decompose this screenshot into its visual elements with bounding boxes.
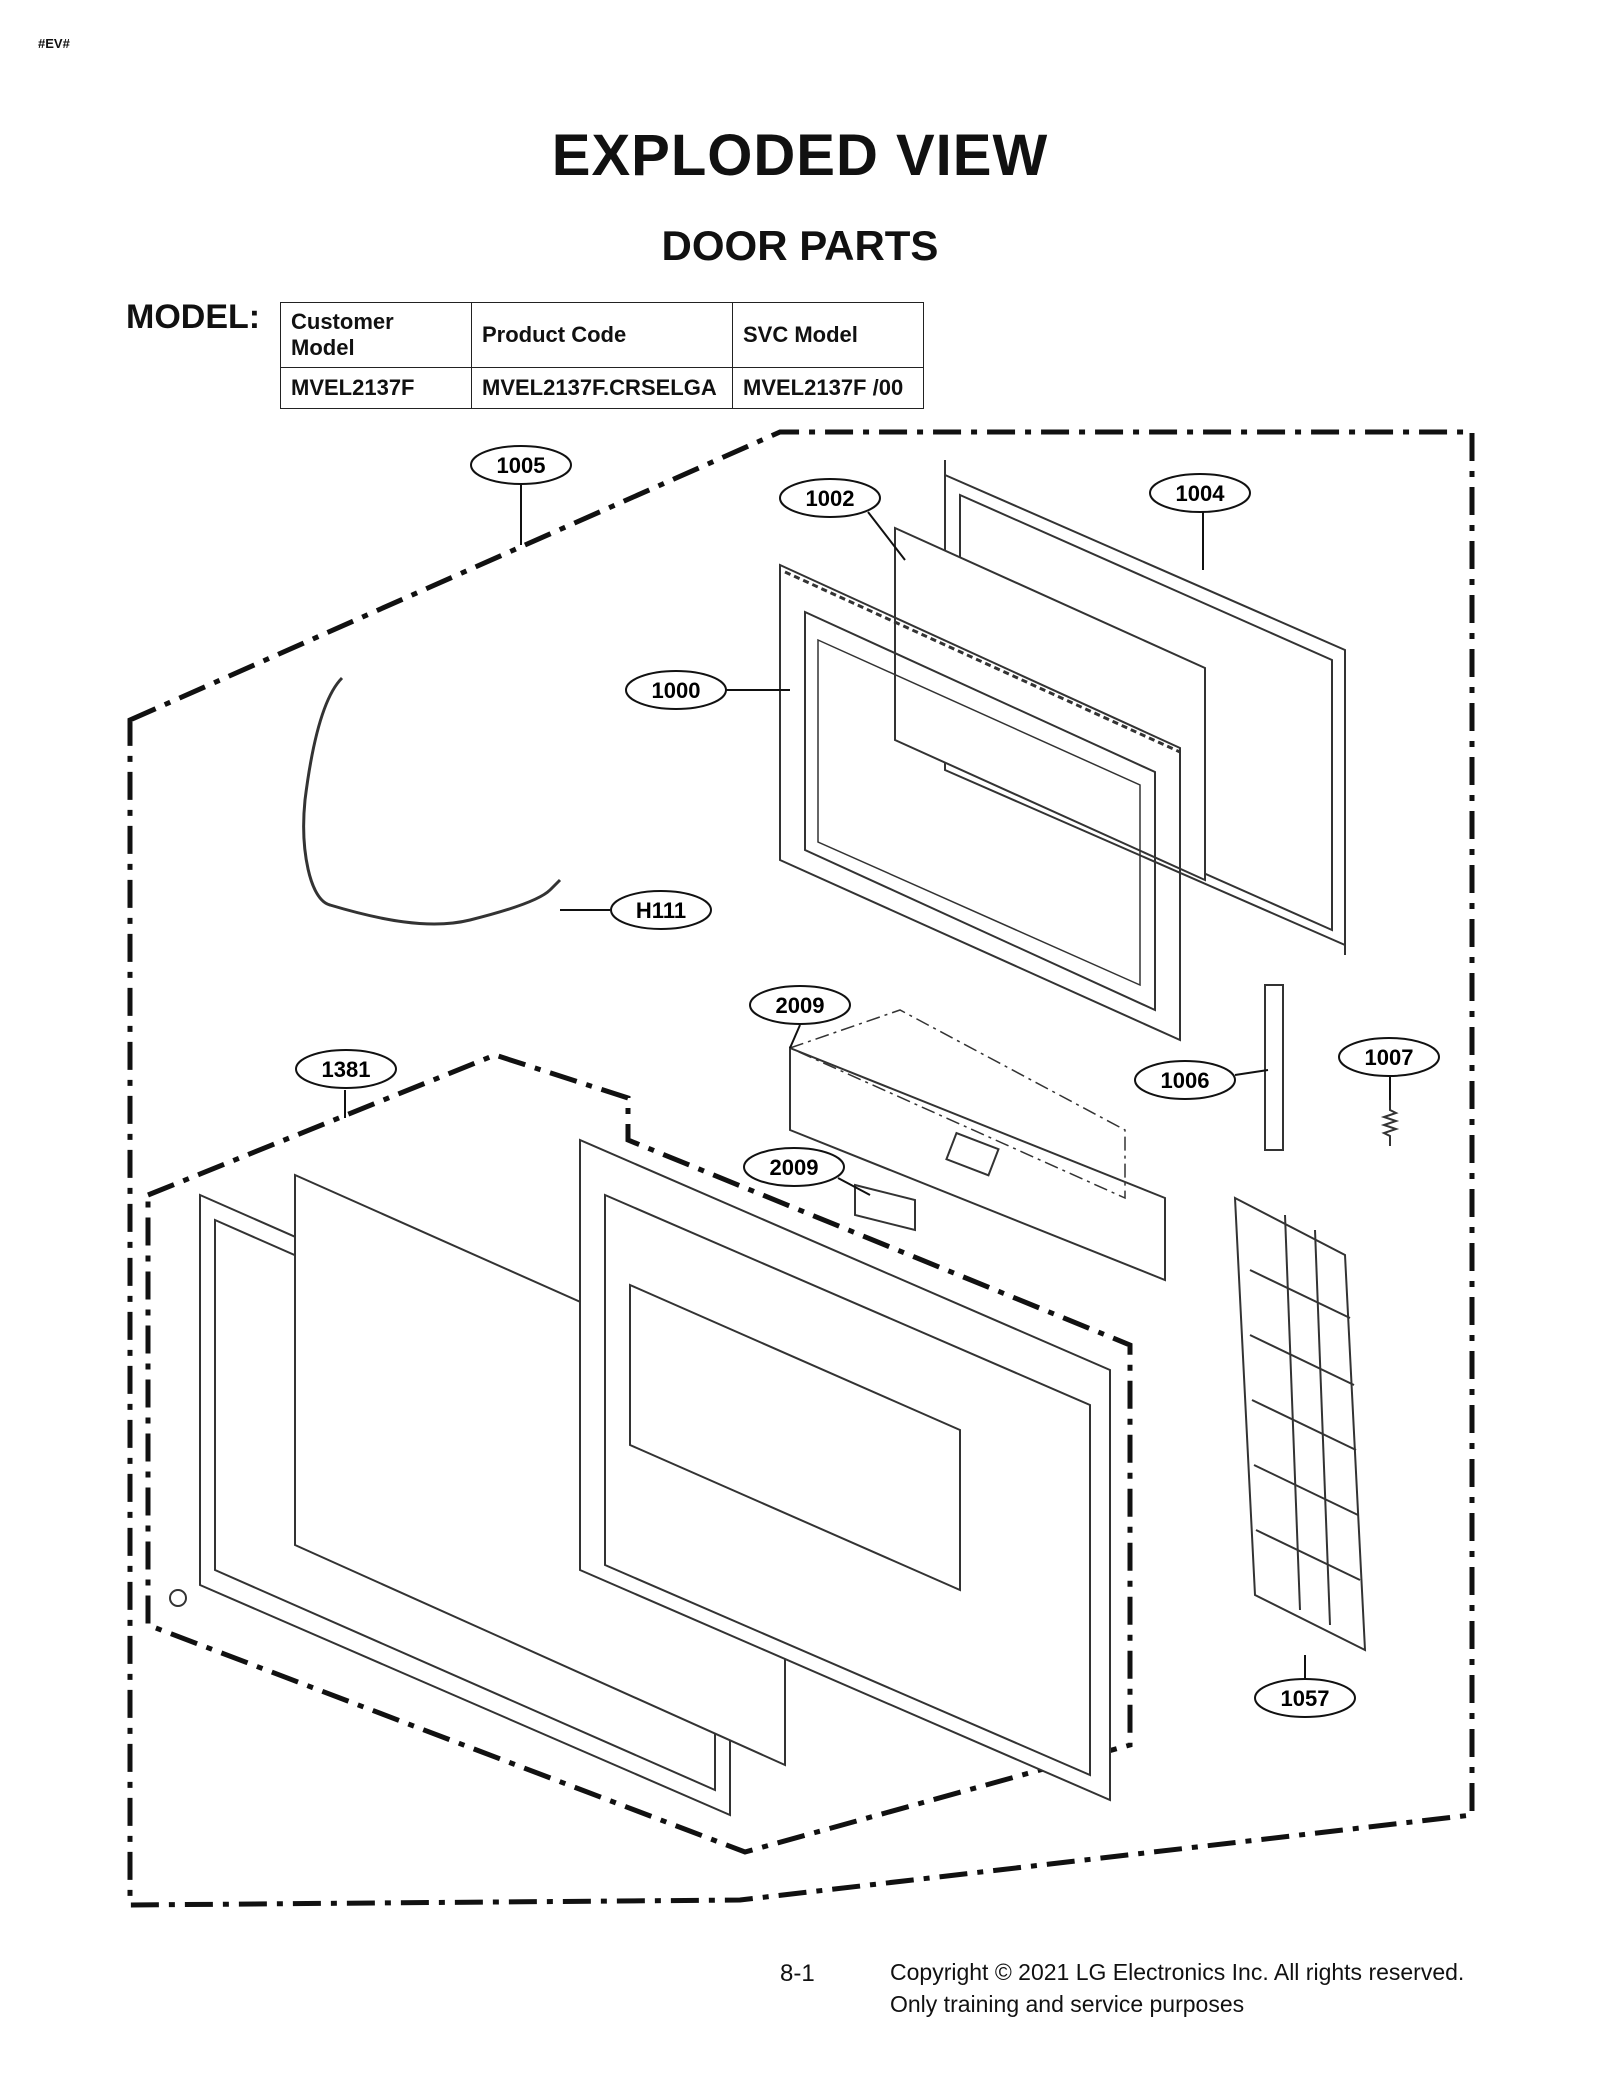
svg-text:1007: 1007 <box>1365 1045 1414 1070</box>
copyright-block: Copyright © 2021 LG Electronics Inc. All… <box>890 1956 1464 2020</box>
copyright-text: Copyright © 2021 LG Electronics Inc. All… <box>890 1959 1465 1985</box>
page-tag: #EV# <box>38 36 70 51</box>
svg-text:1381: 1381 <box>322 1057 371 1082</box>
page-subtitle: DOOR PARTS <box>661 222 939 269</box>
callout-1005: 1005 <box>470 445 572 485</box>
page-title: EXPLODED VIEW <box>551 123 1049 188</box>
callout-1381: 1381 <box>295 1049 397 1089</box>
svg-text:1002: 1002 <box>806 486 855 511</box>
page-number: 8-1 <box>780 1960 815 1987</box>
callout-1006: 1006 <box>1134 1060 1236 1100</box>
callout-1002: 1002 <box>779 478 881 518</box>
callout-1004: 1004 <box>1149 473 1251 513</box>
callout-H111: H111 <box>610 890 712 930</box>
callout-1000: 1000 <box>625 670 727 710</box>
model-customer-value: MVEL2137F <box>280 367 472 409</box>
inner-boundary <box>145 1052 1133 1855</box>
svg-text:2009: 2009 <box>776 993 825 1018</box>
usage-note: Only training and service purposes <box>890 1991 1245 2017</box>
svg-text:1004: 1004 <box>1176 481 1226 506</box>
model-label: MODEL: <box>126 298 261 336</box>
model-product-value: MVEL2137F.CRSELGA <box>471 367 733 409</box>
model-col-svc: SVC Model <box>732 302 924 368</box>
part-1006-latch <box>1264 984 1284 1151</box>
svg-text:1057: 1057 <box>1281 1686 1330 1711</box>
part-1000-door-frame <box>779 563 1181 1042</box>
callout-1007: 1007 <box>1338 1037 1440 1077</box>
callout-1057: 1057 <box>1254 1678 1356 1718</box>
svg-text:2009: 2009 <box>770 1155 819 1180</box>
part-1002-glass <box>894 526 1206 882</box>
svg-text:H111: H111 <box>636 898 686 923</box>
svg-text:1006: 1006 <box>1161 1068 1210 1093</box>
part-2009-board <box>787 1009 1166 1282</box>
leader-lines <box>344 480 1391 1680</box>
part-1007-spring <box>1380 1100 1400 1146</box>
model-table: Customer Model Product Code SVC Model MV… <box>280 302 924 409</box>
callout-2009-module: 2009 <box>743 1147 845 1187</box>
outer-boundary <box>127 429 1475 1908</box>
model-table-row: MVEL2137F MVEL2137F.CRSELGA MVEL2137F /0… <box>280 367 924 409</box>
part-1057-grille <box>1233 1196 1367 1652</box>
svg-text:1005: 1005 <box>497 453 546 478</box>
callout-2009-board: 2009 <box>749 985 851 1025</box>
svg-text:1000: 1000 <box>652 678 701 703</box>
part-1381-door-front <box>169 1138 1111 1817</box>
part-2009-module <box>854 1183 916 1232</box>
model-svc-value: MVEL2137F /00 <box>732 367 924 409</box>
model-table-header-row: Customer Model Product Code SVC Model <box>280 302 924 368</box>
part-H111-harness <box>302 676 562 926</box>
